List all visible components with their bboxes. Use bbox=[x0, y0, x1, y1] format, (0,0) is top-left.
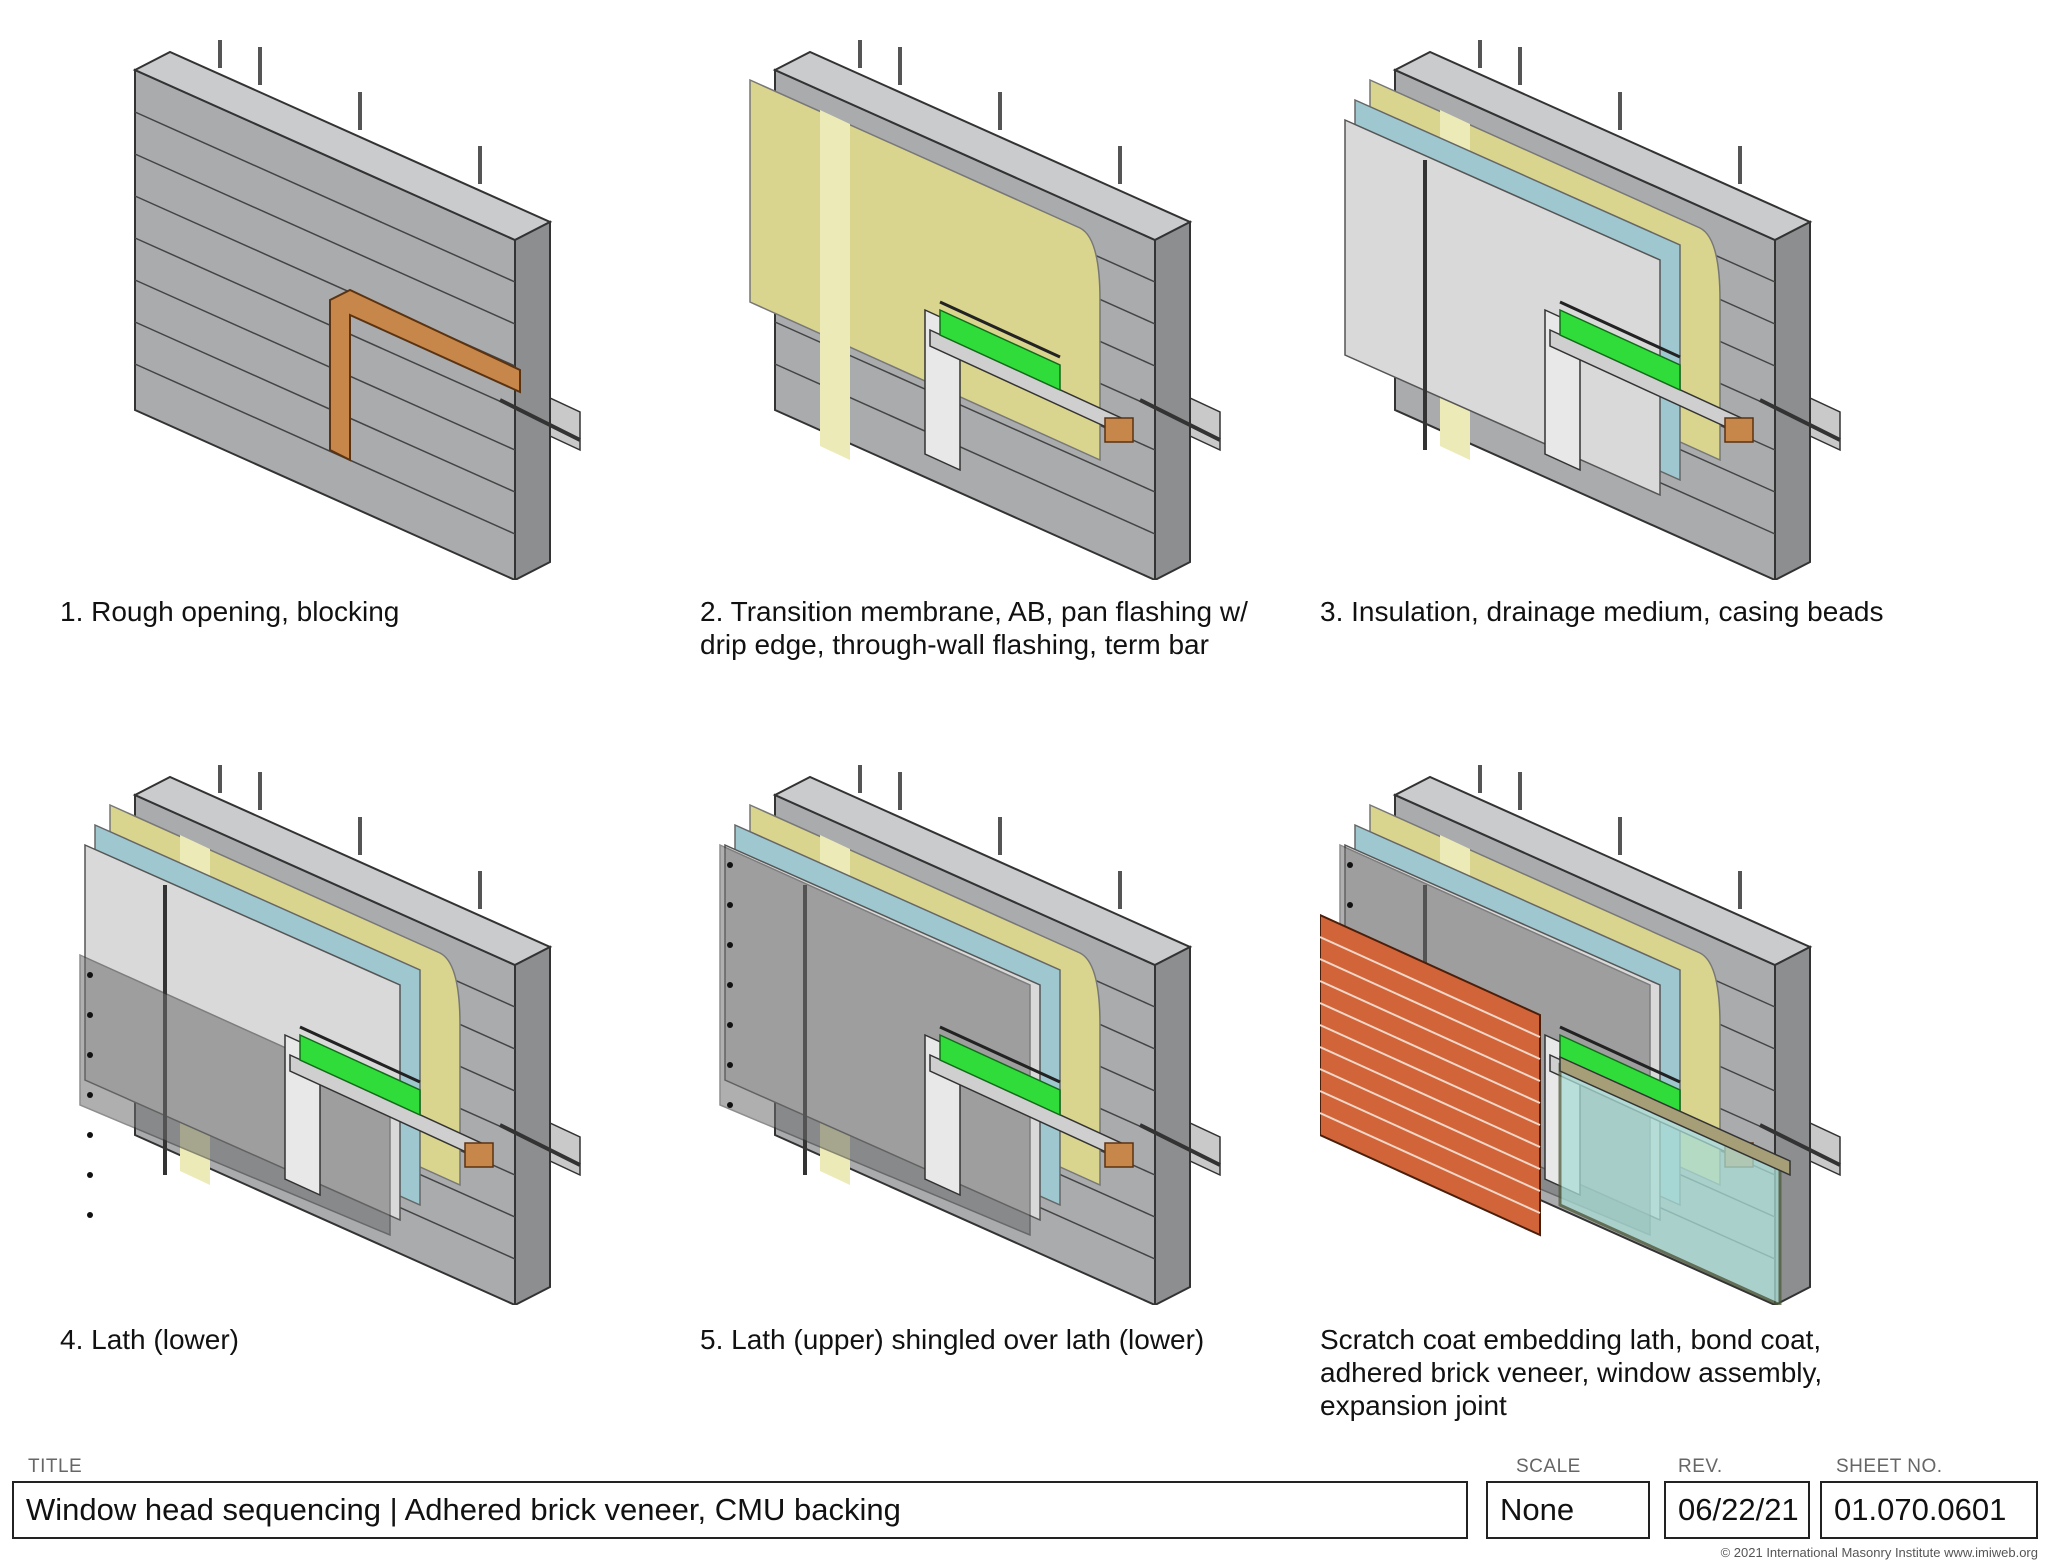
lath-fastener bbox=[87, 972, 93, 978]
mortar-joint bbox=[134, 237, 516, 409]
wall-assembly bbox=[79, 765, 581, 1305]
panel-caption: 4. Lath (lower) bbox=[60, 1324, 239, 1355]
mortar-joint bbox=[134, 111, 516, 283]
rev-label: REV. bbox=[1678, 1456, 1723, 1477]
mortar-joint bbox=[134, 321, 516, 493]
brick-joint bbox=[1320, 1046, 1541, 1148]
cmu-end bbox=[1154, 945, 1191, 1305]
wall-diagram-3 bbox=[1344, 40, 1841, 580]
brick-joint bbox=[1320, 1002, 1541, 1104]
panel-3: 3. Insulation, drainage medium, casing b… bbox=[1320, 40, 1960, 627]
lath-fastener bbox=[87, 1132, 93, 1138]
wall-diagram-4 bbox=[79, 765, 581, 1305]
scale-value: None bbox=[1486, 1481, 1650, 1539]
drawing-title: Window head sequencing | Adhered brick v… bbox=[12, 1481, 1468, 1539]
panel-caption: Scratch coat embedding lath, bond coat, … bbox=[1320, 1324, 1823, 1421]
panel-caption: 2. Transition membrane, AB, pan flashing… bbox=[700, 596, 1248, 660]
membrane-lap bbox=[820, 110, 850, 460]
lath-fastener bbox=[727, 1062, 733, 1068]
wall-assembly bbox=[749, 40, 1221, 580]
wall-assembly bbox=[1344, 40, 1841, 580]
rebar bbox=[1139, 1123, 1221, 1167]
wall-assembly bbox=[132, 40, 581, 580]
mortar-joint bbox=[134, 279, 516, 451]
lath-fastener bbox=[727, 902, 733, 908]
rebar bbox=[1139, 398, 1221, 442]
wall-assembly bbox=[1320, 765, 1841, 1305]
panel-6: Scratch coat embedding lath, bond coat, … bbox=[1320, 765, 1960, 1421]
lath-fastener bbox=[1347, 862, 1353, 868]
rev-value: 06/22/21 bbox=[1664, 1481, 1810, 1539]
rebar bbox=[1759, 1123, 1841, 1167]
wall-diagram-2 bbox=[749, 40, 1221, 580]
through-wall-flashing bbox=[939, 308, 1061, 392]
panel-2: 2. Transition membrane, AB, pan flashing… bbox=[700, 40, 1340, 660]
lath-fastener bbox=[87, 1172, 93, 1178]
lath-fastener bbox=[727, 982, 733, 988]
wall-assembly bbox=[719, 765, 1221, 1305]
lath-fastener bbox=[87, 1012, 93, 1018]
wood-blocking bbox=[329, 288, 521, 462]
panel-5: 5. Lath (upper) shingled over lath (lowe… bbox=[700, 765, 1340, 1355]
lath-fastener bbox=[87, 1212, 93, 1218]
lath-fastener bbox=[727, 1022, 733, 1028]
rebar bbox=[499, 398, 581, 442]
wall-diagram-1 bbox=[132, 40, 581, 580]
brick-joint bbox=[1320, 980, 1541, 1082]
sheet-number: 01.070.0601 bbox=[1820, 1481, 2038, 1539]
blocking bbox=[464, 1142, 494, 1168]
title-label: TITLE bbox=[28, 1456, 83, 1477]
cmu-end bbox=[1154, 220, 1191, 580]
term-bar bbox=[939, 1025, 1061, 1084]
wall-diagram-5 bbox=[719, 765, 1221, 1305]
brick-joint bbox=[1320, 1024, 1541, 1126]
lath-fastener bbox=[727, 1102, 733, 1108]
mortar-joint bbox=[134, 153, 516, 325]
mortar-joint bbox=[134, 363, 516, 535]
lath-fastener bbox=[727, 942, 733, 948]
panel-caption: 3. Insulation, drainage medium, casing b… bbox=[1320, 596, 1884, 627]
blocking bbox=[1104, 1142, 1134, 1168]
term-bar bbox=[939, 300, 1061, 359]
brick-joint bbox=[1320, 936, 1541, 1038]
term-bar bbox=[1559, 1025, 1681, 1084]
sheet-label: SHEET NO. bbox=[1836, 1456, 1943, 1477]
brick-joint bbox=[1320, 1090, 1541, 1192]
window-head-frame bbox=[1559, 1055, 1791, 1177]
cmu-end bbox=[1774, 220, 1811, 580]
panel-4: 4. Lath (lower) bbox=[60, 765, 700, 1355]
rebar bbox=[499, 1123, 581, 1167]
cmu-end bbox=[514, 220, 551, 580]
term-bar bbox=[299, 1025, 421, 1084]
rebar bbox=[1759, 398, 1841, 442]
panel-caption: 5. Lath (upper) shingled over lath (lowe… bbox=[700, 1324, 1205, 1355]
panel-1: 1. Rough opening, blocking bbox=[60, 40, 700, 627]
cmu-end bbox=[514, 945, 551, 1305]
blocking bbox=[1104, 417, 1134, 443]
lath-fastener bbox=[87, 1052, 93, 1058]
brick-joint bbox=[1320, 958, 1541, 1060]
brick-joint bbox=[1320, 1068, 1541, 1170]
brick-joint bbox=[1320, 1112, 1541, 1214]
copyright-notice: © 2021 International Masonry Institute w… bbox=[1720, 1545, 2038, 1560]
through-wall-flashing bbox=[1559, 308, 1681, 392]
lath-fastener bbox=[1347, 902, 1353, 908]
through-wall-flashing bbox=[299, 1033, 421, 1117]
lath-fastener bbox=[87, 1092, 93, 1098]
scale-label: SCALE bbox=[1516, 1456, 1581, 1477]
lath-fastener bbox=[727, 862, 733, 868]
wall-diagram-6 bbox=[1320, 765, 1841, 1305]
blocking bbox=[1724, 417, 1754, 443]
panel-caption: 1. Rough opening, blocking bbox=[60, 596, 400, 627]
through-wall-flashing bbox=[939, 1033, 1061, 1117]
term-bar bbox=[1559, 300, 1681, 359]
